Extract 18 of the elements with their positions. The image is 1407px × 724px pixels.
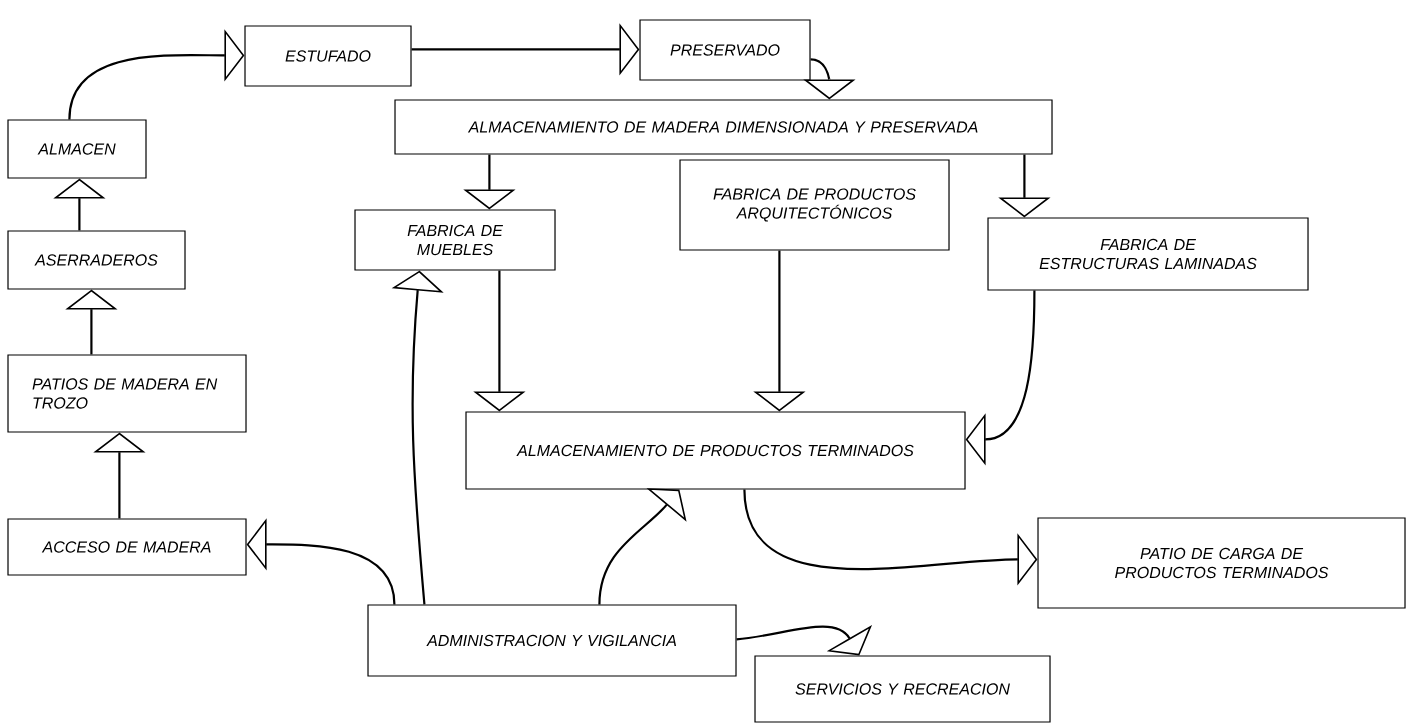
process-box: ACCESO DE MADERA [7, 518, 247, 576]
arrow [598, 488, 687, 605]
process-box: PATIOS DE MADERA EN TROZO [7, 354, 247, 433]
process-box: PATIO DE CARGA DE PRODUCTOS TERMINADOS [1037, 517, 1406, 609]
process-box: ESTUFADO [244, 25, 412, 87]
process-box: SERVICIOS Y RECREACION [754, 655, 1051, 723]
process-box: ALMACEN [7, 119, 147, 179]
arrow [965, 290, 1036, 466]
process-box: PRESERVADO [639, 19, 811, 81]
process-box: FABRICA DE ESTRUCTURAS LAMINADAS [987, 217, 1309, 291]
arrow [736, 625, 873, 656]
process-box: ASERRADEROS [7, 230, 186, 290]
process-box: ALMACENAMIENTO DE PRODUCTOS TERMINADOS [465, 411, 966, 490]
process-box: ADMINISTRACION Y VIGILANCIA [367, 604, 737, 677]
arrow [68, 29, 245, 120]
process-box: FABRICA DE PRODUCTOS ARQUITECTÓNICOS [679, 159, 950, 251]
process-box: ALMACENAMIENTO DE MADERA DIMENSIONADA Y PRESERVADA [394, 99, 1053, 155]
process-box: FABRICA DE MUEBLES [354, 209, 556, 271]
